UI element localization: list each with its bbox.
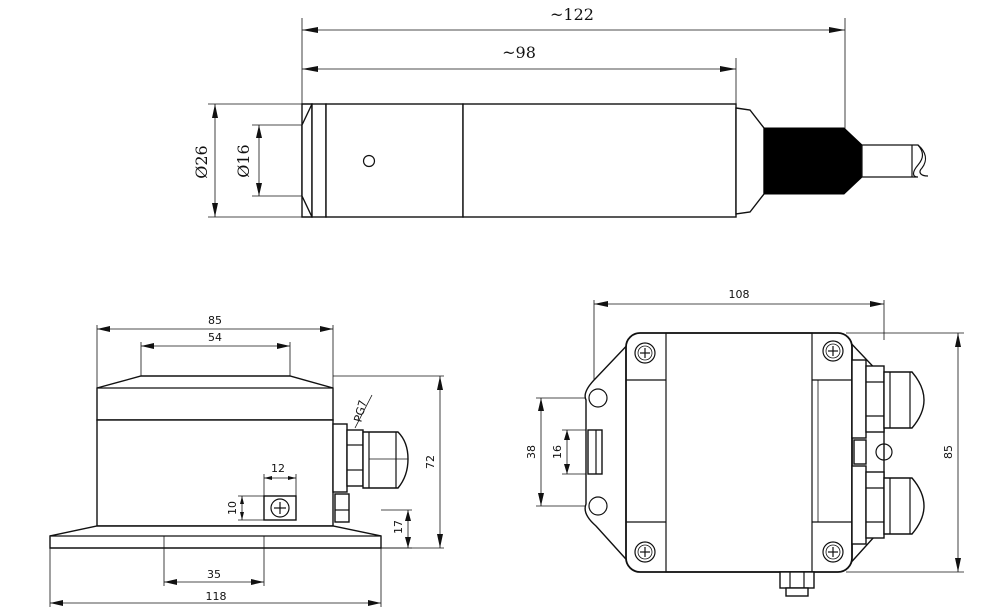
dim-top-width-label: 85 — [208, 314, 222, 327]
corner-screw-br — [822, 541, 844, 563]
dim-slot-label: 16 — [551, 445, 564, 459]
dim-side-height-label: 85 — [942, 445, 955, 459]
dim-screw-height-label: 10 — [226, 501, 239, 515]
side-connector — [334, 493, 350, 523]
cable-break — [917, 144, 929, 177]
dim-base-width-label: 118 — [206, 590, 227, 603]
dim-screw-width-label: 12 — [271, 462, 285, 475]
mount-hole-right — [875, 443, 893, 461]
corner-screw-tr — [822, 340, 844, 362]
mount-hole-top — [588, 388, 608, 408]
dim-outer-diameter-label: Ø26 — [192, 145, 211, 178]
dim-inner-diameter: Ø16 — [234, 124, 302, 197]
side-slot — [587, 429, 603, 475]
housing-base — [49, 525, 382, 549]
cable-gland: PG7 — [332, 394, 409, 493]
dim-body-length-label: ~98 — [502, 43, 536, 62]
housing-lid — [96, 375, 334, 421]
probe-vent-hole — [362, 154, 376, 168]
dim-foot-height-label: 17 — [392, 520, 405, 534]
probe-nose-cone — [301, 103, 313, 218]
housing-body — [96, 419, 334, 527]
dim-base-inner: 35 — [163, 548, 265, 586]
ground-screw — [263, 495, 297, 521]
dim-inner-diameter-label: Ø16 — [234, 144, 253, 177]
cable-sleeve-grip — [763, 127, 807, 195]
dim-screw-width: 12 — [263, 462, 297, 496]
probe-view: ~122 ~98 Ø26 Ø16 — [192, 5, 929, 218]
probe-taper — [735, 107, 765, 215]
dim-base-inner-label: 35 — [207, 568, 221, 581]
corner-screw-tl — [634, 342, 656, 364]
probe-body-front — [311, 103, 327, 218]
cable — [861, 144, 924, 178]
probe-body-mid — [325, 103, 464, 218]
housing-front-view: 85 54 PG7 — [49, 314, 444, 607]
dim-outer-diameter: Ø26 — [192, 103, 302, 218]
dim-housing-height: 72 — [333, 375, 444, 549]
mount-ear-left — [584, 336, 635, 570]
dim-foot-height: 17 — [381, 509, 412, 549]
dim-side-height: 85 — [846, 332, 964, 573]
housing-box-inner — [665, 332, 813, 573]
dim-base-width: 118 — [49, 548, 382, 607]
side-connector-small — [853, 439, 867, 465]
dim-overall-length-label: ~122 — [550, 5, 594, 24]
corner-screw-bl — [634, 541, 656, 563]
dim-body-length: ~98 — [302, 43, 737, 108]
gland-label: PG7 — [351, 399, 369, 424]
dim-overall-length: ~122 — [301, 5, 846, 130]
probe-body-rear — [462, 103, 737, 218]
dim-slot: 16 — [551, 429, 588, 475]
side-gland-top — [851, 359, 925, 439]
dim-top-width: 85 — [96, 314, 334, 388]
side-gland-bottom — [851, 465, 925, 545]
dim-housing-height-label: 72 — [424, 455, 437, 469]
dim-top-inner-label: 54 — [208, 331, 222, 344]
dim-mount-span-label: 38 — [525, 445, 538, 459]
mount-hole-bottom — [588, 496, 608, 516]
dim-side-width-label: 108 — [729, 288, 750, 301]
dim-top-inner: 54 — [140, 331, 291, 376]
housing-side-view: 108 85 38 16 — [525, 288, 964, 597]
bottom-connector — [779, 571, 815, 597]
dim-screw-height: 10 — [226, 495, 264, 521]
